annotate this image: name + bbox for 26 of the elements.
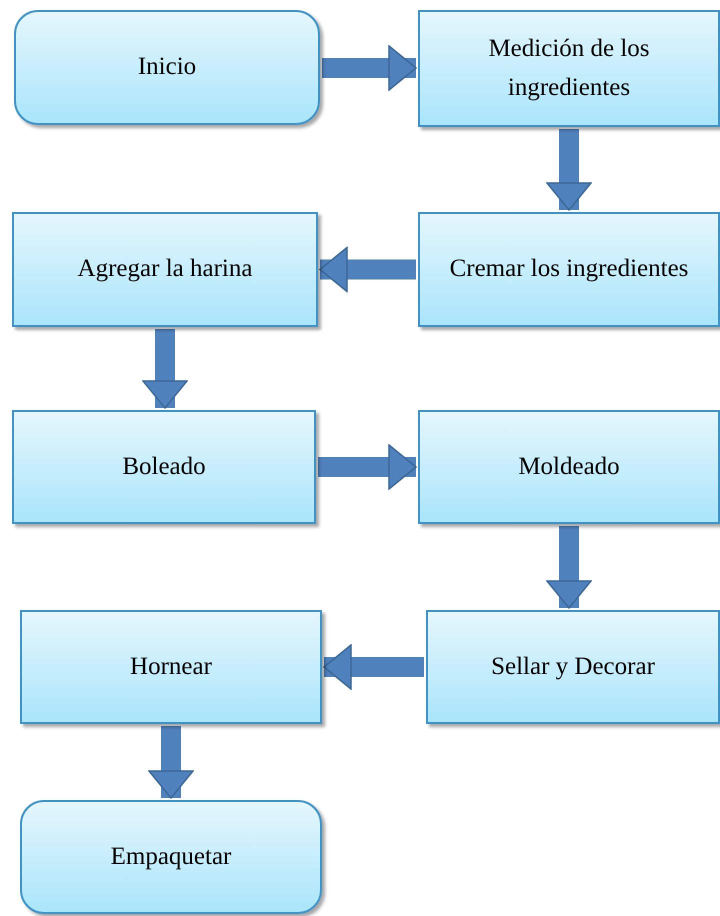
block-arrow bbox=[546, 526, 592, 609]
process-box bbox=[418, 212, 720, 327]
step-label: Moldeado bbox=[518, 452, 620, 482]
step-label: Sellar y Decorar bbox=[491, 652, 655, 682]
process-box bbox=[418, 10, 720, 127]
block-arrow bbox=[546, 129, 592, 211]
step-label: Agregar la harina bbox=[78, 254, 252, 284]
step-label: Hornear bbox=[130, 652, 212, 682]
step-label: Cremar los ingredientes bbox=[450, 254, 688, 284]
block-arrow bbox=[323, 644, 424, 690]
block-arrow bbox=[142, 329, 188, 409]
process-box bbox=[12, 212, 318, 327]
block-arrow bbox=[319, 246, 416, 292]
step-label: Empaquetar bbox=[110, 842, 232, 872]
terminal-box bbox=[14, 10, 320, 125]
step-label: Medición de los ingredientes bbox=[487, 34, 651, 102]
process-box bbox=[426, 610, 720, 724]
block-arrow bbox=[318, 444, 417, 490]
block-arrow bbox=[322, 45, 417, 91]
process-box bbox=[418, 410, 720, 524]
step-label: Inicio bbox=[138, 52, 196, 82]
process-box bbox=[12, 410, 316, 524]
step-label: Boleado bbox=[122, 452, 206, 482]
block-arrow bbox=[148, 726, 194, 799]
terminal-box bbox=[20, 800, 322, 914]
process-box bbox=[20, 610, 322, 724]
